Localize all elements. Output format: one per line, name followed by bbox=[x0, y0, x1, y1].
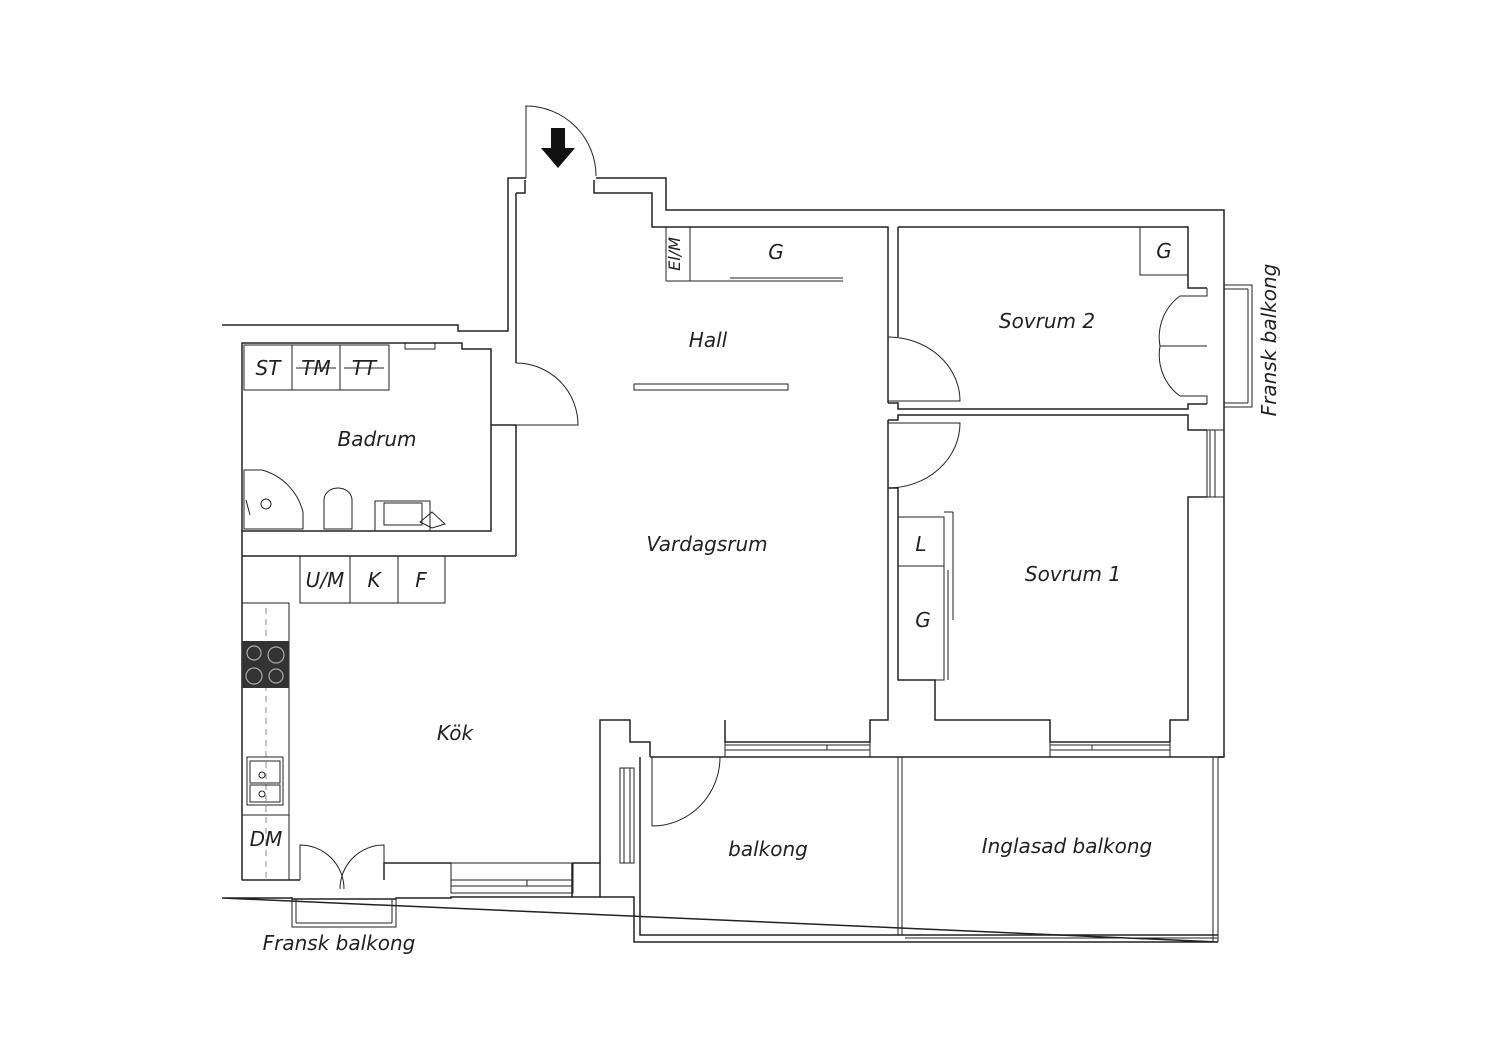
hall-fixtures bbox=[633, 227, 843, 391]
label-inglasad-balkong: Inglasad balkong bbox=[982, 834, 1153, 858]
label-sovrum-2: Sovrum 2 bbox=[999, 309, 1095, 333]
label-k: K bbox=[367, 568, 382, 592]
label-tm: TM bbox=[301, 356, 330, 380]
label-tt: TT bbox=[352, 356, 378, 380]
windows bbox=[450, 429, 1225, 942]
outer-walls bbox=[221, 177, 1225, 943]
label-dm: DM bbox=[250, 827, 283, 851]
label-f: F bbox=[415, 568, 427, 592]
label-um: U/M bbox=[306, 568, 345, 592]
fixture-labels: ST TM TT U/M K F DM L G G G El/M bbox=[250, 237, 1172, 851]
label-g-sovrum-1: G bbox=[915, 608, 931, 632]
label-l: L bbox=[915, 532, 926, 556]
label-g-hall: G bbox=[768, 240, 784, 264]
label-badrum: Badrum bbox=[337, 427, 416, 451]
room-labels: Hall Vardagsrum Kök Badrum Sovrum 1 Sovr… bbox=[263, 264, 1281, 955]
label-balkong: balkong bbox=[728, 837, 808, 861]
label-g-sovrum-2: G bbox=[1156, 239, 1172, 263]
kitchen-sink-icon bbox=[246, 756, 284, 806]
label-vardagsrum: Vardagsrum bbox=[646, 532, 767, 556]
label-fransk-balkong-bottom: Fransk balkong bbox=[263, 931, 416, 955]
label-kok: Kök bbox=[437, 721, 475, 745]
label-hall: Hall bbox=[689, 328, 728, 352]
entrance-arrow-icon bbox=[541, 128, 575, 168]
label-el-m: El/M bbox=[665, 237, 684, 271]
bedroom-fixtures bbox=[897, 226, 1189, 681]
doors bbox=[291, 105, 1253, 928]
label-st: ST bbox=[256, 356, 283, 380]
bathroom-fixtures bbox=[243, 342, 446, 532]
kitchen-fixtures bbox=[241, 555, 446, 881]
label-sovrum-1: Sovrum 1 bbox=[1025, 562, 1121, 586]
label-fransk-balkong-right: Fransk balkong bbox=[1257, 264, 1281, 417]
